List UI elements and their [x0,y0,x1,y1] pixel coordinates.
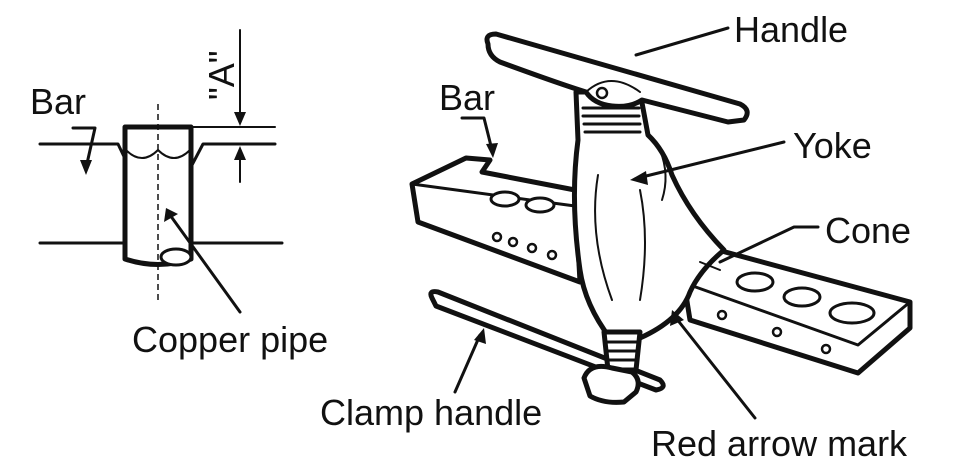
bar-right-leader [460,116,494,152]
cone-tip [699,261,721,271]
cone-leader [718,225,820,264]
red-arrow-mark-arrowhead [670,310,684,326]
handle-leader [634,26,730,57]
label-copper-pipe: Copper pipe [132,319,328,360]
dim-a-arrowhead-top [234,112,246,126]
handle-pin [595,86,609,100]
bar-hole [782,286,822,308]
bar-pin [820,343,832,355]
label-yoke: Yoke [793,125,872,166]
yoke-contour [639,189,646,301]
bar-front-edge [688,283,912,347]
yoke-contour [594,174,613,301]
flaring-tool [409,26,913,420]
clamp-handle-arrowhead [474,328,486,344]
bar-hole [828,301,876,325]
bar-pin [491,231,503,243]
pipe-end-opening [159,247,193,267]
label-dimension-a: "A" [201,50,242,100]
label-bar-left: Bar [30,81,86,122]
label-red-arrow-mark: Red arrow mark [651,423,908,464]
bar-pin [546,249,558,261]
yoke-body [571,89,727,341]
bar-hole [735,271,775,293]
label-bar-right: Bar [439,77,495,118]
label-cone: Cone [825,210,911,251]
bar-hole [489,190,521,208]
yoke-threads-lower [604,340,640,362]
bar-hole [524,196,556,214]
bar-pin [507,236,519,248]
bar-pin [771,326,783,338]
bar-pin [716,309,728,321]
pipe-detail [38,29,284,314]
bar-left-leader [71,126,97,170]
label-clamp-handle: Clamp handle [320,392,542,433]
clamp-screw-head [581,363,641,405]
red-arrow-mark-leader [674,316,757,420]
copper-pipe-leader [168,213,242,314]
yoke-contour [659,149,667,201]
dim-a-arrowhead-bottom [234,146,246,160]
clamp-handle-leader [453,333,482,394]
copper-pipe-arrowhead [164,208,178,222]
label-handle: Handle [734,9,848,50]
t-handle [484,31,750,125]
yoke-arrowhead [630,171,648,185]
bar-right-arrowhead [486,143,498,158]
bar-rear-left [409,155,583,285]
bar-pin [526,242,538,254]
bar-left-arrowhead [80,160,92,175]
handle-hub [585,80,641,93]
yoke-leader [636,140,786,180]
